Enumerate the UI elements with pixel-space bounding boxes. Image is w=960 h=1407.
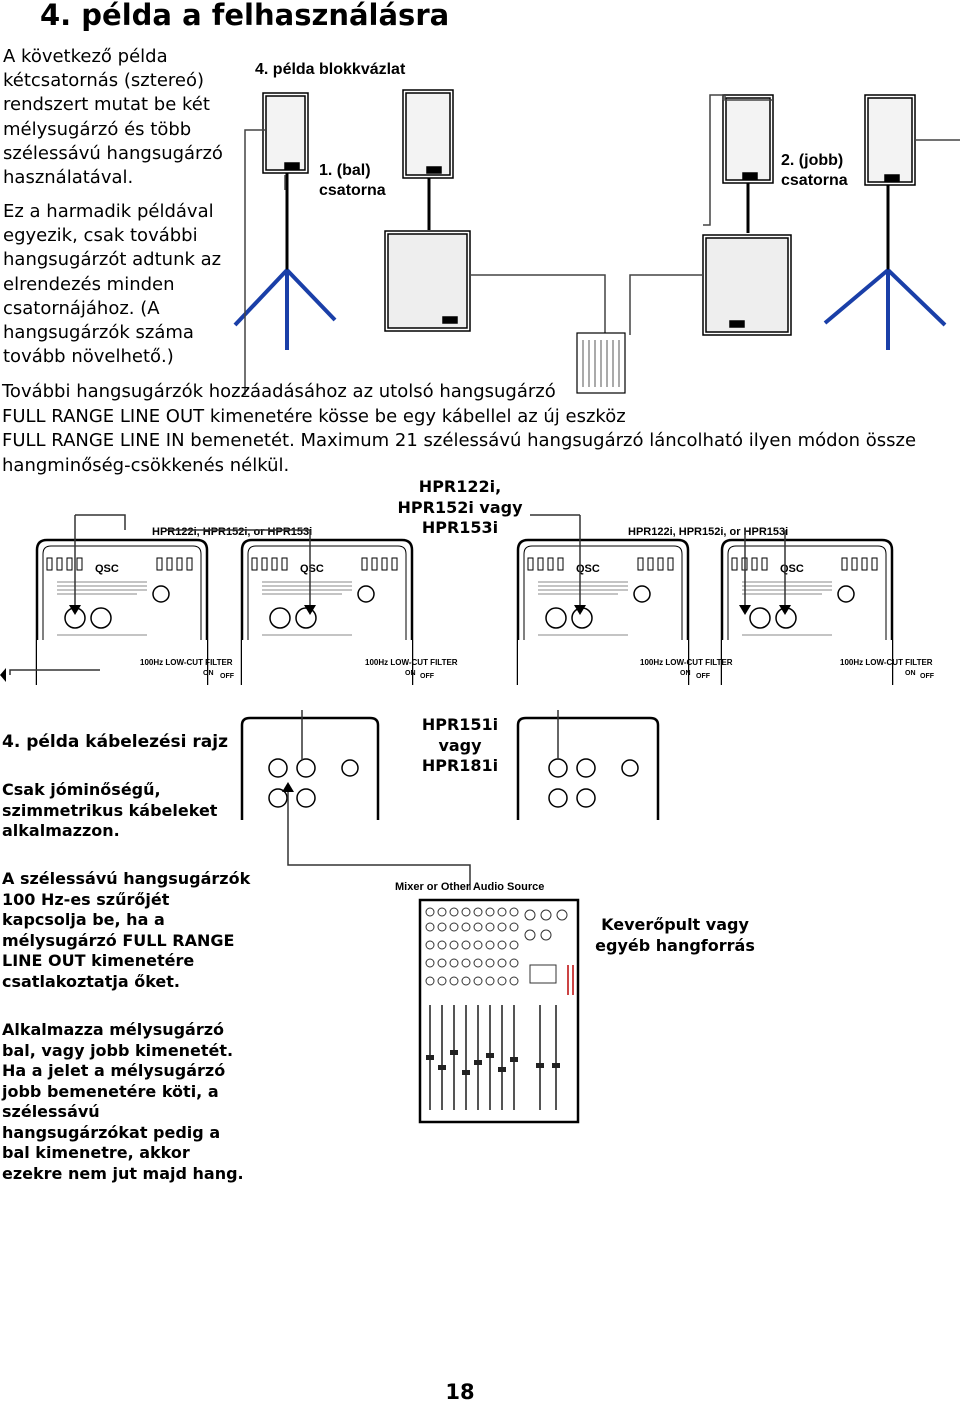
on-label-2: ON [405, 670, 416, 677]
brand-1: QSC [95, 563, 119, 575]
filter-label-3: 100Hz LOW-CUT FILTER [640, 658, 733, 667]
on-label-4: ON [905, 670, 916, 677]
intro-paragraph-2: Ez a harmadik példával egyezik, csak tov… [3, 201, 222, 368]
body-line-1: További hangsugárzók hozzáadásához az ut… [2, 381, 556, 402]
panel-caption-left: HPR122i, HPR152i, or HPR153i [152, 526, 312, 538]
diagram-title: 4. példa blokkvázlat [255, 61, 406, 78]
full-range-model-label: HPR122i, HPR152i vagy HPR153i [397, 477, 523, 537]
wiring-title: 4. példa kábelezési rajz [2, 732, 228, 752]
panel-caption-right: HPR122i, HPR152i, or HPR153i [628, 526, 788, 538]
mixer-drawing: Mixer or Other Audio Source [395, 881, 580, 1124]
sub-panel-right [516, 716, 660, 820]
body-line-3: FULL RANGE LINE IN bemenetét. Maximum 21… [2, 430, 917, 451]
off-label-3: OFF [696, 673, 711, 680]
brand-3: QSC [576, 563, 600, 575]
body-line-2: FULL RANGE LINE OUT kimenetére kösse be … [2, 406, 626, 427]
page-number: 18 [445, 1380, 475, 1404]
right-speaker-2 [823, 94, 947, 350]
brand-4: QSC [780, 563, 804, 575]
block-diagram: 4. példa blokkvázlat 1. (bal)csatorna [233, 61, 960, 395]
sub-cables [287, 710, 559, 890]
filter-label-4: 100Hz LOW-CUT FILTER [840, 658, 933, 667]
filter-note: A szélessávú hangsugárzók 100 Hz-es szűr… [2, 869, 251, 991]
right-speaker-1 [722, 94, 774, 233]
on-label-1: ON [203, 670, 214, 677]
block-cables [244, 94, 960, 395]
mixer-label: Keverőpult vagy egyéb hangforrás [595, 915, 755, 955]
off-label-1: OFF [220, 673, 235, 680]
right-channel-label: 2. (jobb)csatorna [781, 152, 848, 189]
off-label-2: OFF [420, 673, 435, 680]
sub-note: Alkalmazza mélysugárzó bal, vagy jobb ki… [2, 1020, 244, 1183]
page-title: 4. példa a felhasználásra [40, 0, 450, 32]
brand-2: QSC [300, 563, 324, 575]
left-speaker-1 [233, 92, 337, 350]
mixer-caption: Mixer or Other Audio Source [395, 881, 544, 893]
subwoofer-panels [240, 710, 660, 890]
filter-label-2: 100Hz LOW-CUT FILTER [365, 658, 458, 667]
off-label-4: OFF [920, 673, 935, 680]
on-label-3: ON [680, 670, 691, 677]
body-line-4: hangminőség-csökkenés nélkül. [2, 455, 290, 476]
left-speaker-2 [402, 89, 454, 230]
sub-panel-left [240, 716, 380, 820]
panels-row: HPR122i, HPR152i, or HPR153i HPR122i, HP… [0, 514, 935, 687]
panel-cables [9, 514, 786, 675]
left-subwoofer [384, 230, 471, 332]
filter-label-1: 100Hz LOW-CUT FILTER [140, 658, 233, 667]
block-mixer [576, 332, 626, 394]
left-channel-label: 1. (bal)csatorna [319, 162, 386, 199]
sub-model-label: HPR151i vagy HPR181i [421, 715, 499, 775]
right-subwoofer [702, 234, 792, 336]
cable-note: Csak jóminőségű, szimmetrikus kábeleket … [2, 780, 218, 840]
intro-paragraph-1: A következő példa kétcsatornás (sztereó)… [3, 46, 223, 189]
